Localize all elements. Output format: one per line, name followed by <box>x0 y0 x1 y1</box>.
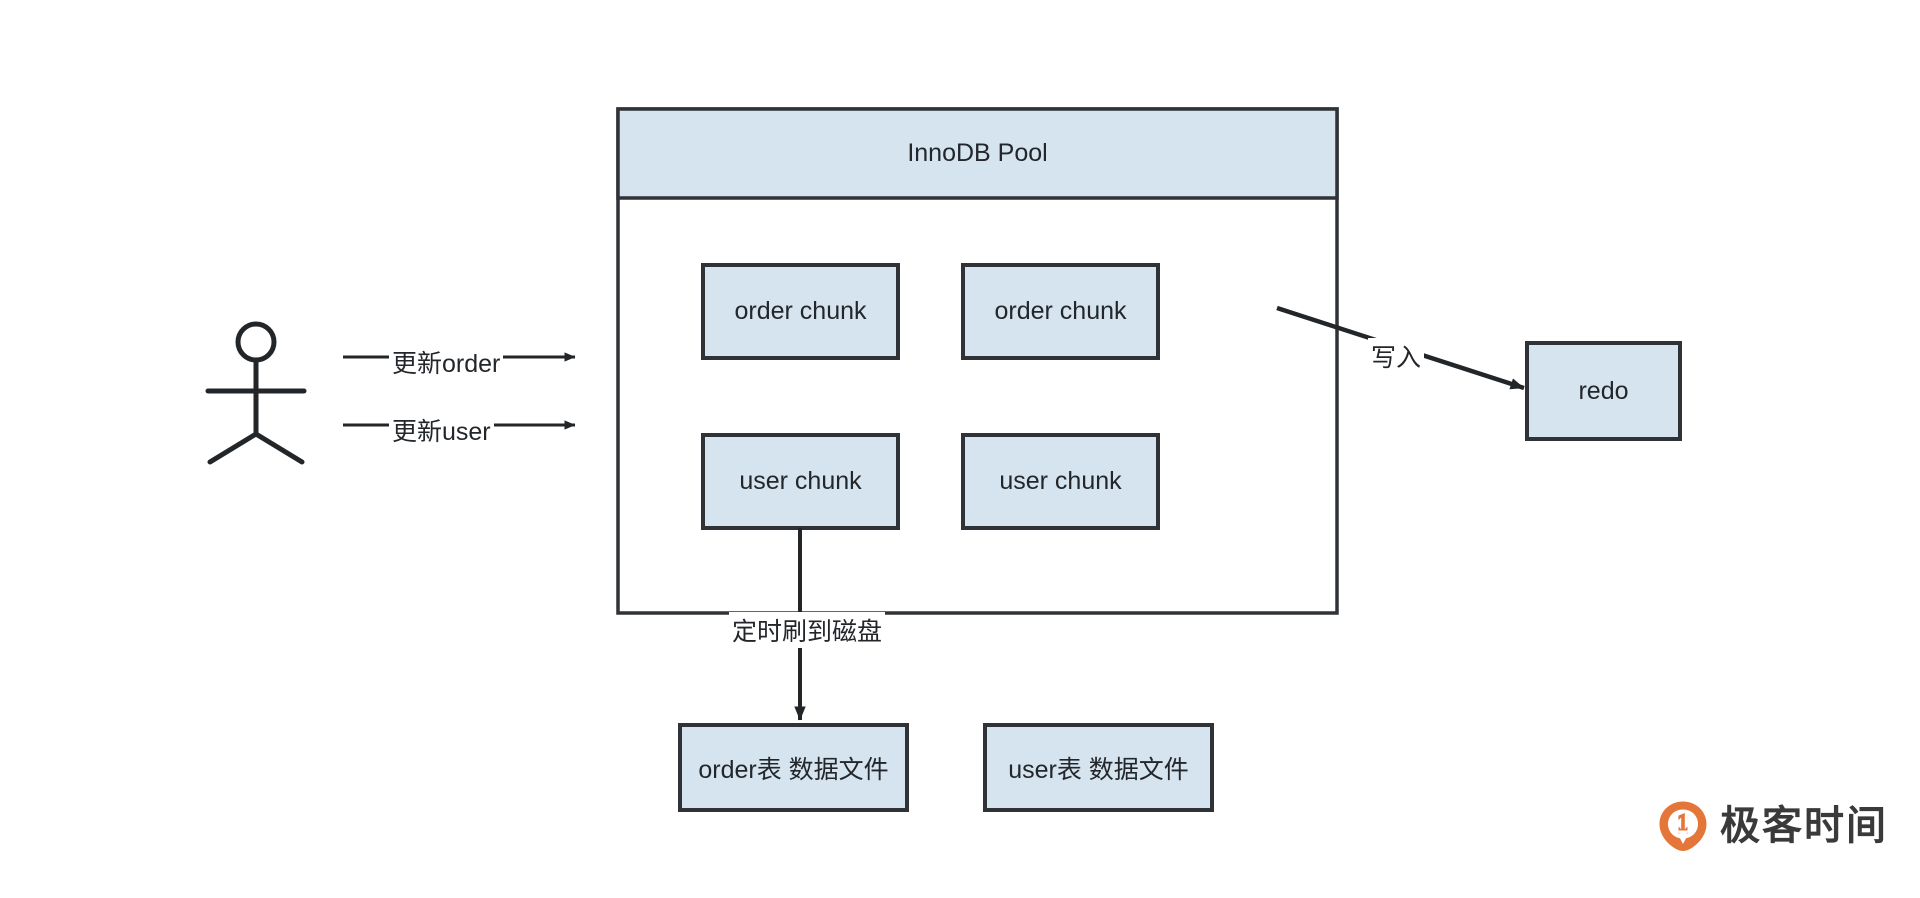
chunk-box <box>961 433 1160 530</box>
geektime-logo-icon <box>1659 801 1707 851</box>
redo-box <box>1525 341 1682 441</box>
flush-to-disk-label: 定时刷到磁盘 <box>729 612 886 648</box>
update-user-label: 更新user <box>389 412 494 448</box>
chunk-box <box>701 433 900 530</box>
chunk-box <box>701 263 900 360</box>
update-order-label: 更新order <box>389 344 504 380</box>
chunk-box <box>961 263 1160 360</box>
innodb-pool-header <box>616 107 1339 200</box>
brand-name: 极客时间 <box>1720 804 1888 848</box>
user-actor-icon <box>205 321 307 465</box>
write-redo-label: 写入 <box>1368 338 1425 374</box>
data-file-box <box>678 723 909 812</box>
data-file-box <box>983 723 1214 812</box>
brand-watermark: 极客时间 <box>1658 800 1888 852</box>
